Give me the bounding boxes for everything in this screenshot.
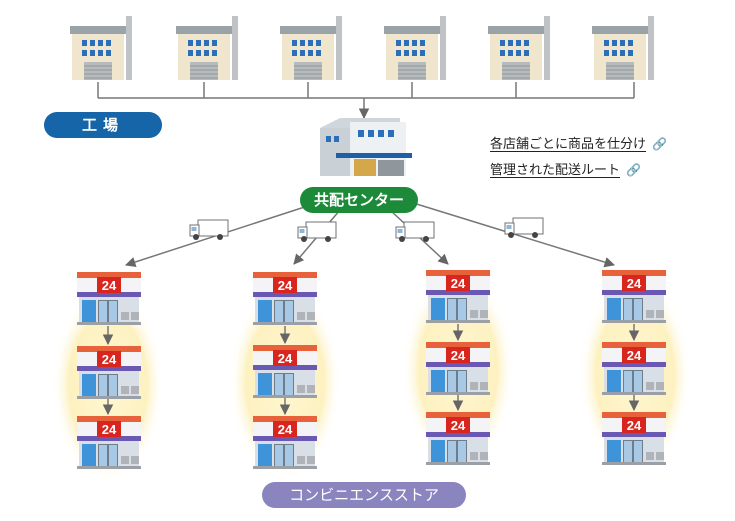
- store-icon: [426, 270, 490, 323]
- store-icon: [253, 272, 317, 325]
- truck-icon: [395, 221, 435, 243]
- store-column-3: [426, 270, 490, 465]
- store-icon: [602, 412, 666, 465]
- factory-icon: [175, 15, 239, 81]
- convenience-store-label: コンビニエンスストア: [262, 482, 466, 508]
- truck-icon: [504, 217, 544, 239]
- truck-icon: [297, 221, 337, 243]
- factory-icon: [383, 15, 447, 81]
- store-groups: [52, 272, 691, 483]
- store-icon: [77, 346, 141, 399]
- link-icon: 🔗: [652, 137, 667, 151]
- truck-icon: [189, 219, 229, 241]
- factory-icon: [69, 15, 133, 81]
- store-icon: [602, 270, 666, 323]
- annotation-route[interactable]: 管理された配送ルート 🔗: [490, 159, 641, 178]
- annotation-sorting-text: 各店舗ごとに商品を仕分け: [490, 137, 647, 152]
- annotation-route-text: 管理された配送ルート: [490, 163, 621, 178]
- store-icon: [77, 416, 141, 469]
- factory-icon: [487, 15, 551, 81]
- factory-label: 工場: [44, 112, 162, 138]
- factory-icon: [591, 15, 655, 81]
- annotation-sorting[interactable]: 各店舗ごとに商品を仕分け 🔗: [490, 133, 667, 152]
- store-icon: [602, 342, 666, 395]
- store-column-4: [602, 270, 666, 465]
- store-icon: [426, 412, 490, 465]
- distribution-center-building: [320, 118, 412, 176]
- store-column-1: [77, 272, 141, 469]
- factory-icon: [279, 15, 343, 81]
- link-icon: 🔗: [626, 163, 641, 177]
- factory-row: [69, 15, 655, 81]
- store-icon: [77, 272, 141, 325]
- store-icon: [253, 416, 317, 469]
- factory-connectors: [97, 82, 635, 120]
- distribution-center-label: 共配センター: [300, 187, 418, 213]
- store-column-2: [253, 272, 317, 469]
- store-icon: [253, 345, 317, 398]
- store-icon: [426, 342, 490, 395]
- trucks: [189, 217, 544, 243]
